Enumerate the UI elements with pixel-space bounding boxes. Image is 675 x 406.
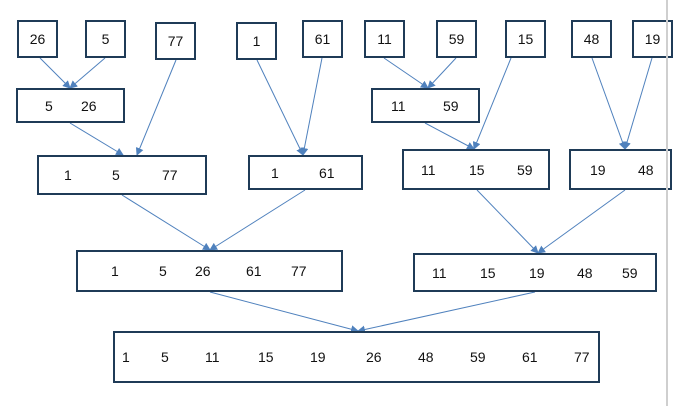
right-edge-divider bbox=[666, 0, 668, 406]
merge-value: 59 bbox=[470, 349, 486, 365]
leaf-value: 19 bbox=[644, 31, 661, 47]
merge-arrow bbox=[69, 122, 124, 156]
merge-arrow bbox=[591, 57, 627, 150]
merge-value: 19 bbox=[310, 349, 326, 365]
merge-value: 48 bbox=[577, 264, 593, 281]
merge-value: 5 bbox=[161, 349, 169, 365]
leaf-box: 48 bbox=[571, 20, 612, 58]
merge-value: 15 bbox=[480, 264, 496, 281]
merge-box-level2: 11 15 59 bbox=[402, 149, 550, 190]
merge-value: 15 bbox=[258, 349, 274, 365]
merge-value: 5 bbox=[112, 167, 120, 183]
merge-arrow bbox=[209, 291, 359, 334]
merge-arrow bbox=[121, 194, 211, 251]
leaf-box: 59 bbox=[436, 20, 477, 58]
leaf-box: 11 bbox=[364, 20, 405, 58]
merge-value: 61 bbox=[319, 164, 335, 181]
leaf-value: 77 bbox=[167, 33, 184, 49]
leaf-value: 11 bbox=[377, 31, 392, 47]
merge-value: 26 bbox=[366, 349, 382, 365]
merge-value: 11 bbox=[421, 161, 436, 178]
leaf-value: 1 bbox=[252, 33, 261, 49]
merge-arrow bbox=[256, 59, 304, 156]
leaf-value: 15 bbox=[517, 31, 534, 47]
merge-value: 59 bbox=[517, 161, 533, 178]
leaf-box: 15 bbox=[505, 20, 546, 58]
merge-arrow bbox=[427, 57, 457, 89]
merge-arrow bbox=[424, 122, 475, 150]
merge-box-level1: 5 26 bbox=[16, 88, 125, 123]
leaf-box: 77 bbox=[155, 22, 196, 60]
merge-box-level1: 11 59 bbox=[371, 88, 480, 123]
merge-value: 77 bbox=[162, 167, 178, 183]
merge-value: 59 bbox=[443, 97, 459, 114]
merge-arrow bbox=[476, 189, 539, 254]
merge-value: 19 bbox=[529, 264, 545, 281]
merge-box-level2: 1 5 77 bbox=[37, 155, 207, 195]
merge-arrow bbox=[537, 189, 626, 254]
merge-arrow bbox=[623, 57, 653, 150]
leaf-box: 1 bbox=[236, 22, 277, 60]
merge-value: 1 bbox=[64, 167, 72, 183]
leaf-value: 59 bbox=[448, 31, 465, 47]
leaf-value: 48 bbox=[583, 31, 600, 47]
merge-value: 48 bbox=[418, 349, 434, 365]
merge-arrow bbox=[209, 189, 306, 251]
merge-box-level3: 1 5 26 61 77 bbox=[76, 250, 343, 292]
merge-value: 26 bbox=[195, 263, 211, 279]
leaf-value: 61 bbox=[314, 31, 331, 47]
merge-value: 1 bbox=[271, 164, 279, 181]
merge-value: 77 bbox=[574, 349, 590, 365]
merge-arrow bbox=[383, 57, 429, 89]
merge-arrow bbox=[135, 59, 177, 156]
merge-value: 15 bbox=[469, 161, 485, 178]
merge-arrow bbox=[472, 57, 512, 150]
merge-arrow bbox=[69, 57, 106, 89]
merge-value: 11 bbox=[391, 97, 406, 114]
merge-box-level2: 1 61 bbox=[248, 155, 363, 190]
merge-value: 5 bbox=[45, 97, 53, 114]
merge-arrow bbox=[39, 57, 71, 89]
merge-box-level2: 19 48 bbox=[569, 149, 672, 190]
merge-value: 59 bbox=[622, 264, 638, 281]
leaf-box: 5 bbox=[85, 20, 126, 58]
sorted-result-box: 1 5 11 15 19 26 48 59 61 77 bbox=[113, 331, 600, 383]
leaf-value: 5 bbox=[101, 31, 110, 47]
merge-value: 1 bbox=[111, 263, 119, 279]
merge-value: 5 bbox=[159, 263, 167, 279]
leaf-box: 26 bbox=[17, 20, 58, 58]
merge-value: 19 bbox=[590, 161, 606, 178]
merge-arrow bbox=[357, 291, 536, 334]
merge-box-level3: 11 15 19 48 59 bbox=[413, 253, 657, 292]
merge-value: 11 bbox=[205, 349, 220, 365]
merge-value: 61 bbox=[522, 349, 538, 365]
merge-value: 77 bbox=[291, 263, 307, 279]
leaf-box: 61 bbox=[302, 20, 343, 58]
merge-value: 1 bbox=[122, 349, 130, 365]
merge-value: 11 bbox=[432, 264, 447, 281]
merge-arrow bbox=[300, 57, 323, 156]
merge-value: 61 bbox=[246, 263, 262, 279]
merge-value: 48 bbox=[638, 161, 654, 178]
merge-value: 26 bbox=[81, 97, 97, 114]
leaf-value: 26 bbox=[29, 31, 46, 47]
